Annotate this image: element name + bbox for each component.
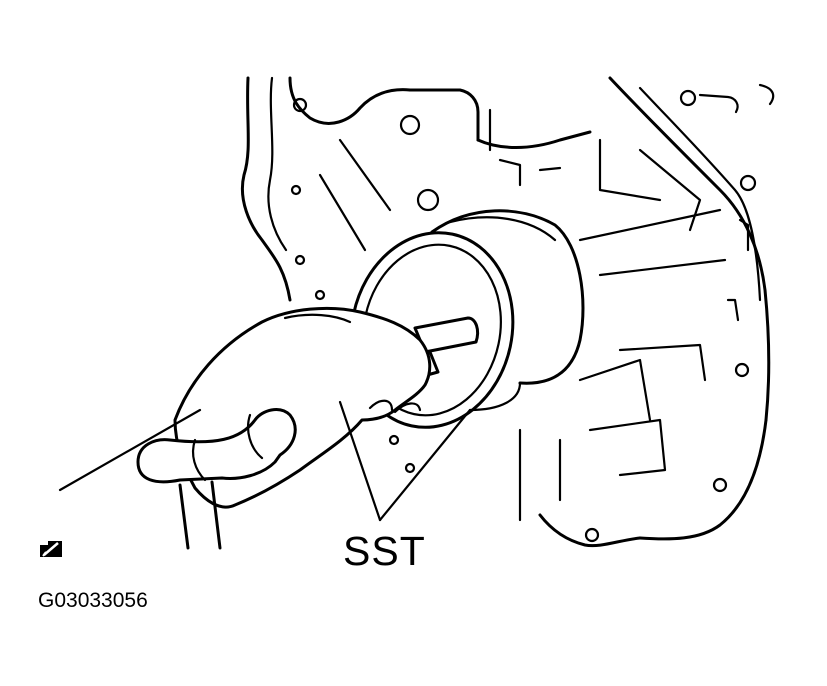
pencil-note-icon	[40, 541, 62, 557]
figure-id: G03033056	[38, 589, 148, 612]
transmission-housing	[240, 76, 775, 548]
sst-leader-lines	[58, 400, 472, 522]
sst-label: SST	[343, 528, 426, 574]
hammer	[136, 408, 297, 550]
